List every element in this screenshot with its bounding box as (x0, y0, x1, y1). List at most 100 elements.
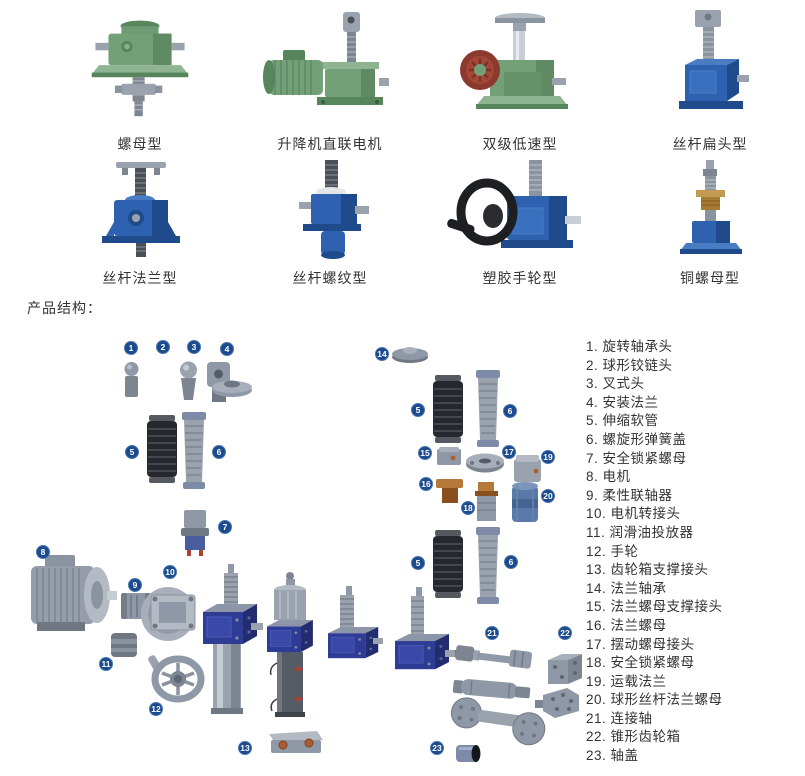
part-flange-nut-support-joint (437, 447, 461, 465)
product-label: 丝杆法兰型 (102, 270, 178, 286)
product-card-screw-flange-type: 丝杆法兰型 (45, 160, 235, 288)
part-screw-jack-a (202, 564, 263, 714)
parts-list-item-5: 5. 伸缩软管 (586, 413, 659, 429)
part-bellows-cover-2 (432, 374, 464, 444)
callout-number-5: 5 (125, 445, 139, 459)
product-image-two-stage-low-speed-type (440, 4, 600, 126)
callout-number-22: 22 (558, 626, 572, 640)
product-card-bronze-nut-type: 铜螺母型 (615, 160, 805, 288)
callout-number-2: 2 (156, 340, 170, 354)
part-lubricator (111, 633, 137, 657)
part-flange-bearing (392, 347, 428, 363)
part-handwheel (148, 655, 205, 703)
callout-number-6: 6 (212, 445, 226, 459)
parts-list-item-9: 9. 柔性联轴器 (586, 487, 673, 503)
callout-number-5: 5 (411, 403, 425, 417)
part-shaft-cap (456, 745, 481, 762)
product-card-flat-head-screw-type: 丝杆扁头型 (615, 4, 805, 154)
parts-list-item-17: 17. 摆动螺母接头 (586, 636, 695, 652)
callout-number-23: 23 (430, 741, 444, 755)
parts-list-item-16: 16. 法兰螺母 (586, 617, 667, 633)
callout-number-1: 1 (124, 341, 138, 355)
callout-number-4: 4 (220, 342, 234, 356)
callout-number-6: 6 (504, 555, 518, 569)
callout-number-10: 10 (163, 565, 177, 579)
product-card-two-stage-low-speed-type: 双级低速型 (425, 4, 615, 154)
part-swing-nut-joint (466, 453, 504, 473)
part-spiral-spring-cover-2 (475, 369, 501, 448)
product-image-nut-type (75, 4, 205, 126)
callout-number-21: 21 (485, 626, 499, 640)
part-screw-jack-d (394, 587, 459, 670)
callout-number-18: 18 (461, 501, 475, 515)
product-card-motor-direct-type: 升降机直联电机 (235, 4, 425, 154)
callout-number-15: 15 (418, 446, 432, 460)
part-safety-lock-nut (181, 510, 209, 556)
callout-number-7: 7 (218, 520, 232, 534)
part-rotating-bearing-head (124, 362, 139, 397)
part-carrying-flange (514, 455, 541, 482)
parts-list-item-19: 19. 运载法兰 (586, 673, 667, 689)
callout-number-20: 20 (541, 489, 555, 503)
part-spherical-screw-flange-nut (512, 482, 538, 522)
product-card-screw-thread-type: 丝杆螺纹型 (235, 160, 425, 288)
callout-number-5: 5 (411, 556, 425, 570)
parts-list-item-22: 22. 锥形齿轮箱 (586, 729, 681, 745)
part-connecting-shaft-1 (455, 645, 533, 669)
part-bellows-cover-3 (432, 529, 464, 599)
part-gearbox-support-joint (269, 731, 323, 753)
product-image-screw-flange-type (80, 160, 200, 260)
part-spiral-spring-cover-3 (475, 526, 501, 605)
product-image-motor-direct-type (255, 4, 405, 126)
parts-list-item-4: 4. 安装法兰 (586, 394, 659, 410)
product-image-screw-thread-type (275, 160, 385, 260)
part-motor-adapter (141, 587, 196, 641)
callout-number-8: 8 (36, 545, 50, 559)
product-label: 螺母型 (117, 136, 163, 152)
part-screw-jack-c (327, 586, 383, 659)
product-label: 丝杆螺纹型 (292, 270, 368, 286)
parts-list-item-3: 3. 叉式头 (586, 376, 645, 392)
part-screw-jack-b (266, 572, 314, 717)
part-connecting-shaft-3 (450, 697, 546, 746)
parts-list-item-10: 10. 电机转接头 (586, 506, 681, 522)
product-label: 铜螺母型 (680, 270, 740, 286)
section-label-product-structure: 产品结构： (27, 300, 102, 316)
parts-list-item-14: 14. 法兰轴承 (586, 580, 667, 596)
callout-number-14: 14 (375, 347, 389, 361)
part-bevel-gearbox (535, 654, 582, 718)
callout-number-9: 9 (128, 578, 142, 592)
product-card-plastic-handwheel-type: 塑胶手轮型 (425, 160, 615, 288)
product-label: 丝杆扁头型 (672, 136, 748, 152)
product-label: 双级低速型 (482, 136, 558, 152)
parts-list-item-2: 2. 球形铰链头 (586, 357, 673, 373)
callout-number-19: 19 (541, 450, 555, 464)
parts-list-item-18: 18. 安全锁紧螺母 (586, 655, 695, 671)
part-motor (31, 555, 117, 631)
product-card-nut-type: 螺母型 (45, 4, 235, 154)
callout-number-11: 11 (99, 657, 113, 671)
callout-number-16: 16 (419, 477, 433, 491)
parts-list-item-20: 20. 球形丝杆法兰螺母 (586, 692, 723, 708)
product-label: 塑胶手轮型 (482, 270, 558, 286)
product-label: 升降机直联电机 (277, 136, 383, 152)
part-flange-nut (436, 479, 463, 503)
part-spherical-hinge-head (180, 361, 197, 400)
part-safety-lock-nut-2 (475, 482, 498, 521)
parts-list-item-1: 1. 旋转轴承头 (586, 339, 673, 354)
part-bellows-cover-1 (146, 414, 178, 484)
part-connecting-shaft-2 (452, 679, 531, 699)
callout-number-6: 6 (503, 404, 517, 418)
callout-number-17: 17 (502, 445, 516, 459)
parts-list-item-21: 21. 连接轴 (586, 710, 653, 726)
callout-number-12: 12 (149, 702, 163, 716)
parts-list-item-23: 23. 轴盖 (586, 748, 639, 764)
parts-list-item-8: 8. 电机 (586, 469, 631, 485)
parts-list-item-12: 12. 手轮 (586, 543, 639, 559)
part-mounting-flange (212, 380, 252, 397)
parts-list-item-13: 13. 齿轮箱支撑接头 (586, 562, 709, 578)
product-image-plastic-handwheel-type (445, 160, 595, 260)
